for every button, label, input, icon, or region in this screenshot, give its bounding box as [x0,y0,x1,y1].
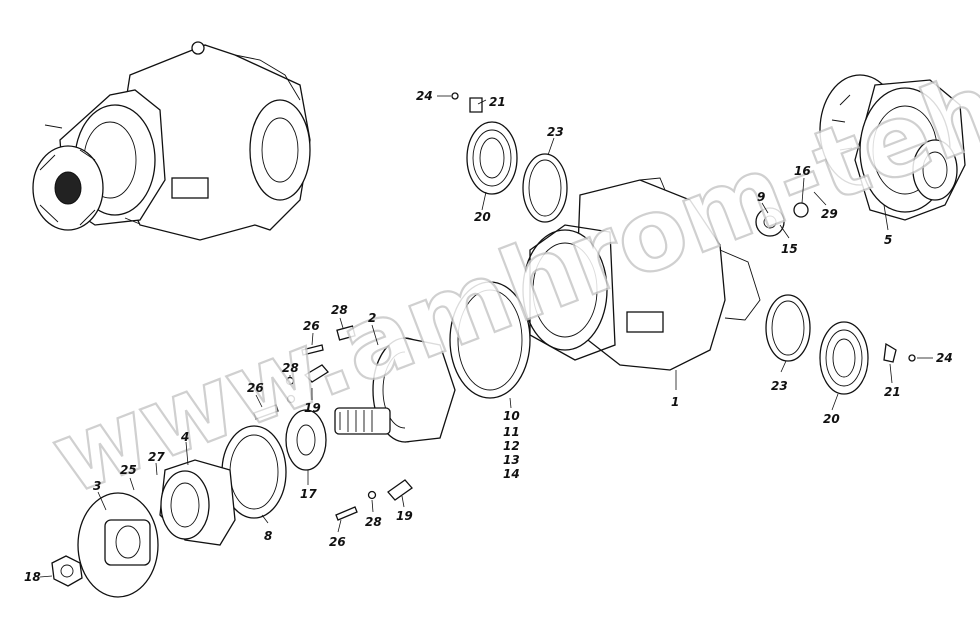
pinion-cage-drawing [334,337,456,443]
callout-18: 18 [24,570,41,584]
bearing-cup-lower [765,294,811,362]
differential-assembly-drawing [819,74,966,221]
fasteners-drawing [253,92,916,521]
callout-12: 12 [503,439,520,453]
callout-28b: 28 [282,361,299,375]
callout-19b: 19 [396,509,413,523]
callout-5: 5 [884,233,892,247]
callout-20b: 20 [823,412,840,426]
callout-10: 10 [503,409,520,423]
callout-17: 17 [300,487,317,501]
callout-9: 9 [757,190,765,204]
callout-21b: 21 [884,385,901,399]
bearing-cup-upper [522,153,568,223]
callout-labels: 1 2 3 4 5 8 9 10 11 12 13 14 15 16 17 18… [24,89,953,584]
callout-20a: 20 [474,210,491,224]
callout-24a: 24 [416,89,433,103]
tapered-bearing-upper [466,121,518,195]
callout-21a: 21 [489,95,506,109]
callout-23a: 23 [547,125,564,139]
callout-28c: 28 [365,515,382,529]
tapered-bearing-lower [819,321,869,395]
oil-seal-drawing [285,409,327,471]
bearing-cover-drawing [159,459,236,546]
shim-gasket-drawing [449,281,531,399]
callout-2: 2 [368,311,376,325]
callout-1: 1 [671,395,679,409]
callout-26a: 26 [303,319,320,333]
callout-4: 4 [180,430,189,444]
callout-13: 13 [503,453,520,467]
leader-lines [39,95,933,578]
callout-28a: 28 [331,303,348,317]
callout-24b: 24 [936,351,953,365]
callout-19a: 19 [304,401,321,415]
callout-26c: 26 [329,535,346,549]
callout-26b: 26 [247,381,264,395]
callout-11: 11 [503,425,520,439]
assembled-axle-drawing [32,41,311,241]
callout-27: 27 [148,450,165,464]
callout-25: 25 [120,463,137,477]
callout-16: 16 [794,164,811,178]
axle-housing-drawing [522,177,761,371]
callout-23b: 23 [771,379,788,393]
callout-15: 15 [781,242,798,256]
callout-8: 8 [264,529,272,543]
companion-flange-drawing [77,492,159,598]
callout-29: 29 [821,207,838,221]
flange-nut-drawing [51,555,83,587]
callout-3: 3 [93,479,101,493]
callout-14: 14 [503,467,520,481]
